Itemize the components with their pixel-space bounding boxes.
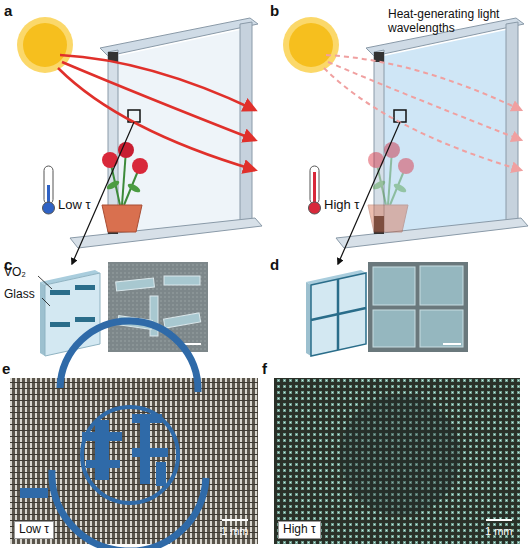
panel-letter: a bbox=[4, 2, 12, 19]
state-label: High τ bbox=[278, 521, 321, 539]
panel-letter: f bbox=[262, 360, 267, 377]
state-label: High τ bbox=[324, 198, 359, 213]
scale-bar-label: 1 mm bbox=[485, 525, 513, 538]
panel-letter: e bbox=[2, 360, 10, 377]
scale-bar-label: 1 mm bbox=[221, 525, 249, 538]
annotation: Heat-generating light wavelengths bbox=[388, 8, 523, 36]
panel-letter: d bbox=[270, 256, 279, 273]
state-label: Low τ bbox=[14, 521, 54, 539]
state-label: Low τ bbox=[58, 198, 91, 213]
part-label: VO₂ bbox=[4, 266, 26, 280]
panel-letter: b bbox=[270, 2, 279, 19]
part-label: Glass bbox=[4, 288, 35, 302]
